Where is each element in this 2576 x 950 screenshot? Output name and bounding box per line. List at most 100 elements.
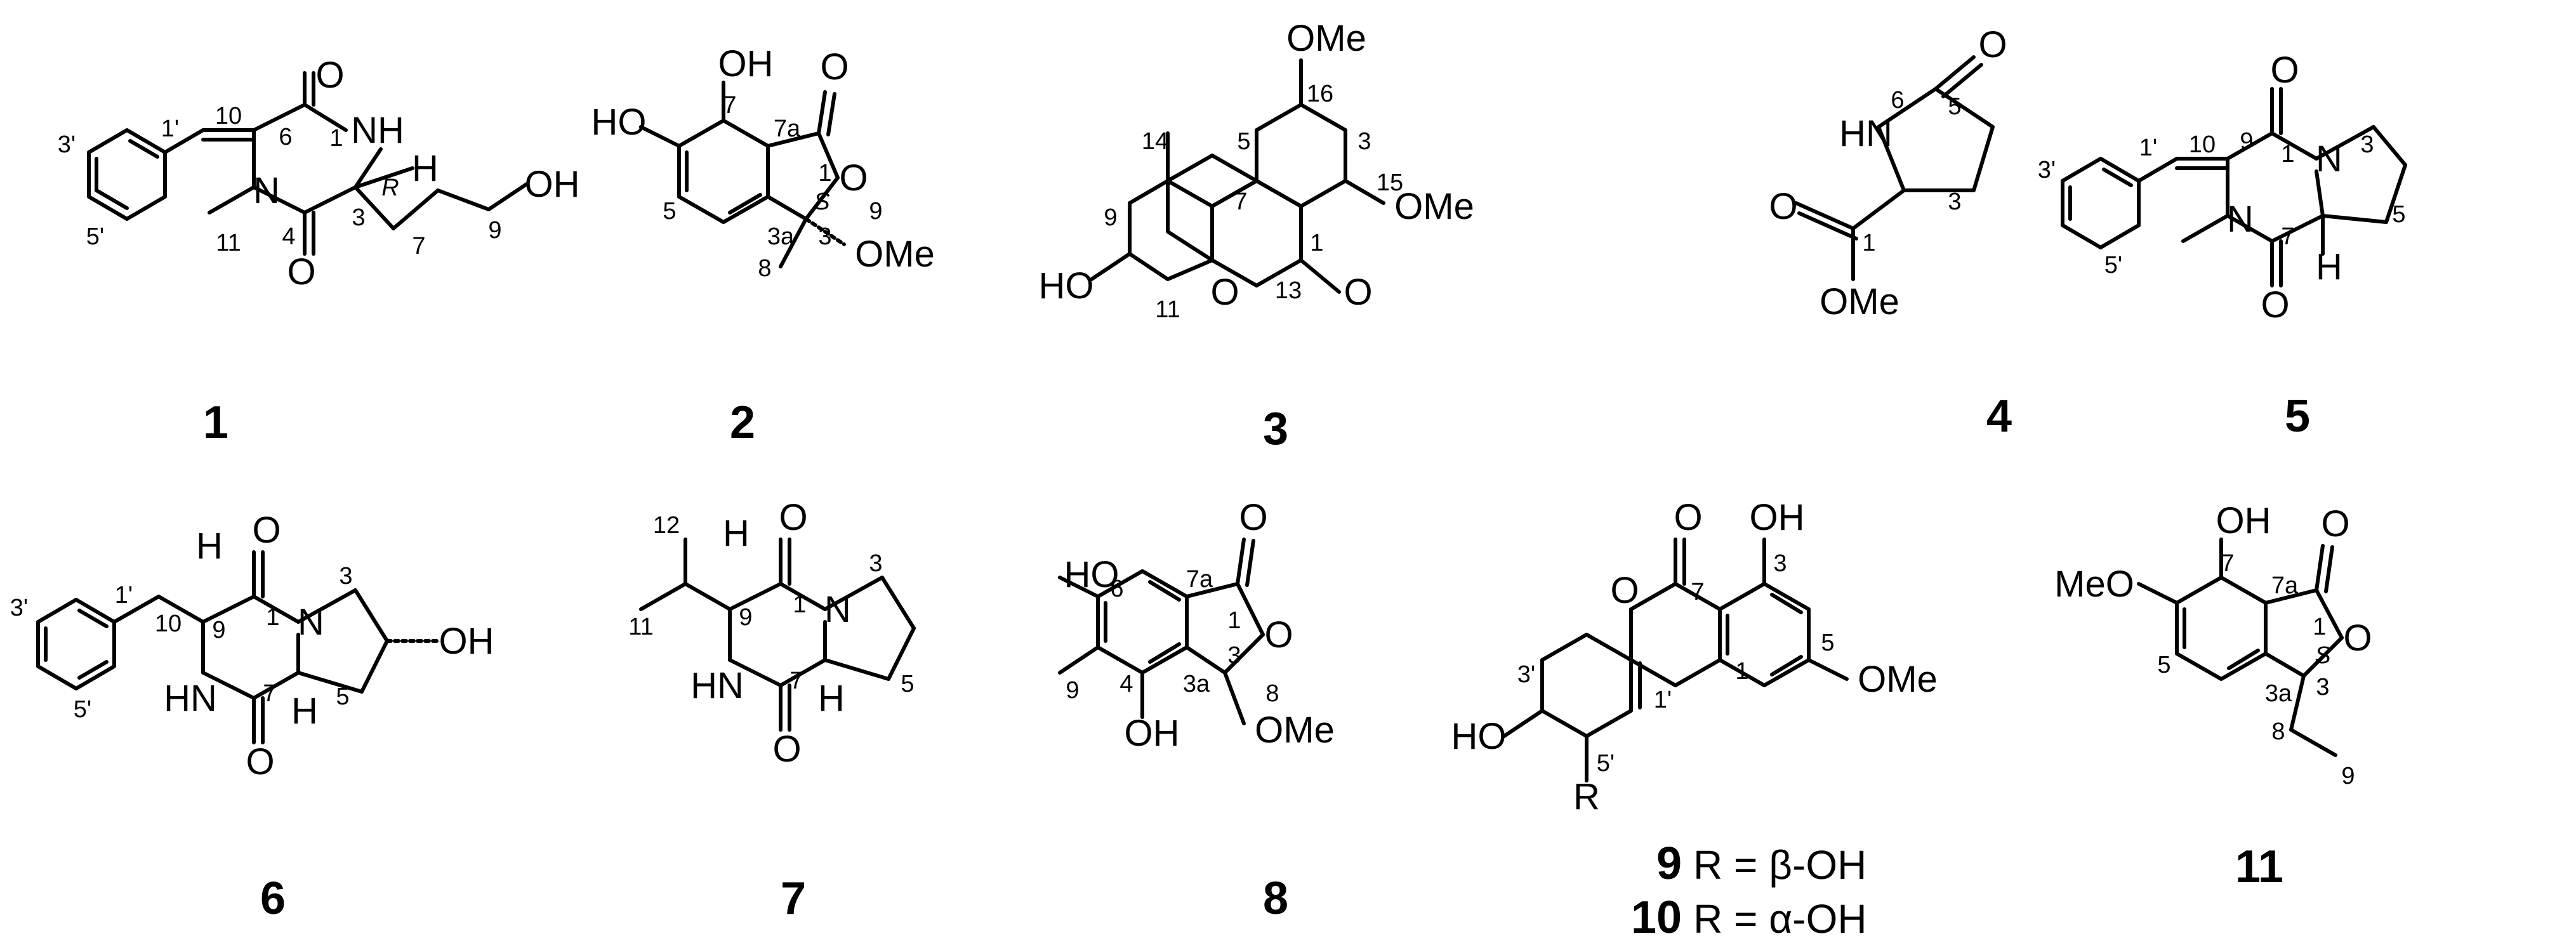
compound-5-n-methyl: N	[2227, 199, 2254, 240]
compound-4-id: 4	[1986, 391, 2012, 442]
compound-2-structure	[639, 81, 846, 268]
compound-2-oxo: O	[820, 46, 849, 88]
compound-4-locant-3: 3	[1948, 188, 1961, 215]
compound-2-locant-3: 3	[818, 223, 831, 250]
compound-1-locant-5p: 5'	[86, 223, 104, 250]
compound-11-oh: OH	[2216, 500, 2271, 541]
compound-7-id: 7	[781, 873, 806, 924]
compound-11-id: 11	[2235, 841, 2283, 892]
compound-9-10-locant-1p: 1'	[1654, 687, 1672, 713]
compound-3-oxo: O	[1344, 272, 1372, 313]
compound-1-locant-1p: 1'	[161, 115, 179, 142]
compound-9-10-ho: HO	[1451, 716, 1507, 757]
compound-3-locant-13: 13	[1275, 277, 1302, 304]
compound-4-locant-5: 5	[1948, 93, 1961, 120]
compound-8-ho: HO	[1064, 554, 1120, 595]
compound-6-oxo-a: O	[252, 510, 281, 551]
compound-3-id: 3	[1263, 404, 1288, 454]
compound-1-locant-1: 1	[329, 125, 343, 152]
compound-1-oxygen-a: O	[315, 55, 344, 96]
compound-3-locant-3: 3	[1357, 128, 1371, 155]
compound-2-locant-1: 1	[818, 160, 831, 187]
compound-7-locant-5: 5	[901, 671, 914, 697]
compound-1-id: 1	[203, 397, 228, 448]
compound-7-structure	[639, 538, 916, 732]
compound-1-stereo-h: H	[412, 148, 439, 189]
compound-2-ome: OMe	[855, 234, 935, 275]
compound-9-10-locant-3p: 3'	[1517, 661, 1535, 688]
compound-6-locant-3: 3	[339, 563, 352, 590]
compound-11-locant-5: 5	[2157, 652, 2170, 678]
compound-7-h-a: H	[723, 513, 750, 554]
compound-6-locant-3p: 3'	[10, 595, 28, 621]
compound-5-stereo-h: H	[2316, 246, 2342, 287]
compound-10-substituent: R = α-OH	[1693, 896, 1866, 942]
compound-2-locant-7: 7	[723, 92, 736, 119]
compound-4-locant-1: 1	[1862, 230, 1875, 256]
compound-5-oxo-a: O	[2270, 49, 2299, 91]
compound-3-locant-9: 9	[1104, 204, 1117, 231]
compound-7-locant-7: 7	[789, 668, 803, 694]
compound-11-meo: MeO	[2054, 564, 2134, 605]
compound-8-locant-9: 9	[1066, 677, 1079, 704]
compound-6-h-b: H	[291, 690, 318, 732]
compound-1-locant-6: 6	[279, 124, 292, 150]
compound-9-10-locant-5p: 5'	[1597, 750, 1615, 777]
compound-11-locant-1: 1	[2313, 614, 2326, 640]
compound-1-locant-r: R	[381, 175, 399, 201]
compound-1-hydroxyl: OH	[525, 164, 580, 205]
compound-11-locant-7: 7	[2221, 550, 2234, 577]
compound-7-locant-11: 11	[628, 614, 653, 640]
compound-11-locant-9: 9	[2341, 763, 2355, 789]
compound-6-locant-7: 7	[263, 680, 276, 707]
compound-1-n-methyl: N	[253, 170, 280, 211]
compound-1-oxygen-b: O	[287, 251, 315, 293]
compound-6-h-a: H	[196, 525, 223, 567]
compound-7-oxo-a: O	[779, 497, 807, 538]
compound-1-locant-4: 4	[282, 223, 295, 250]
compound-5-locant-9: 9	[2240, 128, 2253, 155]
compound-4-structure	[1794, 55, 1995, 281]
compound-5-locant-3p: 3'	[2038, 157, 2056, 183]
compound-1-amine: NH	[351, 110, 404, 151]
compound-2-locant-3a: 3a	[767, 223, 795, 250]
compound-5-structure	[2061, 87, 2407, 287]
compound-9-10-oh: OH	[1750, 497, 1805, 538]
compound-7-locant-9: 9	[739, 604, 752, 631]
compound-10-id: 10	[1631, 892, 1682, 943]
compound-3-structure	[1090, 58, 1385, 294]
compound-8-id: 8	[1263, 873, 1288, 924]
compound-3-locant-11: 11	[1155, 296, 1180, 323]
compound-3-locant-5: 5	[1237, 128, 1250, 155]
compound-1-locant-3: 3	[352, 204, 365, 231]
compound-3-locant-14: 14	[1142, 128, 1168, 155]
compound-1-locant-11: 11	[216, 230, 241, 256]
compound-1-locant-10: 10	[215, 103, 242, 129]
compound-8-locant-4: 4	[1120, 671, 1133, 697]
compound-6-structure	[36, 550, 440, 744]
compound-6-locant-1p: 1'	[115, 582, 133, 609]
compound-8-locant-7a: 7a	[1186, 566, 1213, 593]
compound-3-ring-o: O	[1210, 272, 1239, 313]
compound-8-locant-3a: 3a	[1183, 671, 1210, 697]
compound-5-n-ring: N	[2316, 138, 2342, 180]
compound-5-locant-1p: 1'	[2139, 135, 2157, 161]
compound-5-locant-3: 3	[2360, 131, 2374, 158]
compound-4-locant-6: 6	[1891, 87, 1904, 114]
compound-7-locant-3: 3	[869, 550, 882, 577]
compound-2-locant-7a: 7a	[774, 115, 801, 142]
compound-6-locant-5p: 5'	[74, 696, 91, 723]
compound-6-id: 6	[260, 873, 286, 924]
compound-1-locant-3p: 3'	[58, 131, 76, 158]
compound-3-locant-1: 1	[1310, 230, 1323, 256]
compound-8-oh: OH	[1125, 713, 1180, 754]
compound-7-locant-12: 12	[653, 512, 680, 539]
compound-3-ho: HO	[1039, 265, 1094, 307]
compound-6-oxo-b: O	[246, 741, 274, 782]
compound-5-locant-7: 7	[2281, 223, 2294, 250]
compound-6-hn: HN	[164, 678, 217, 719]
compound-4-hn: HN	[1839, 113, 1892, 154]
